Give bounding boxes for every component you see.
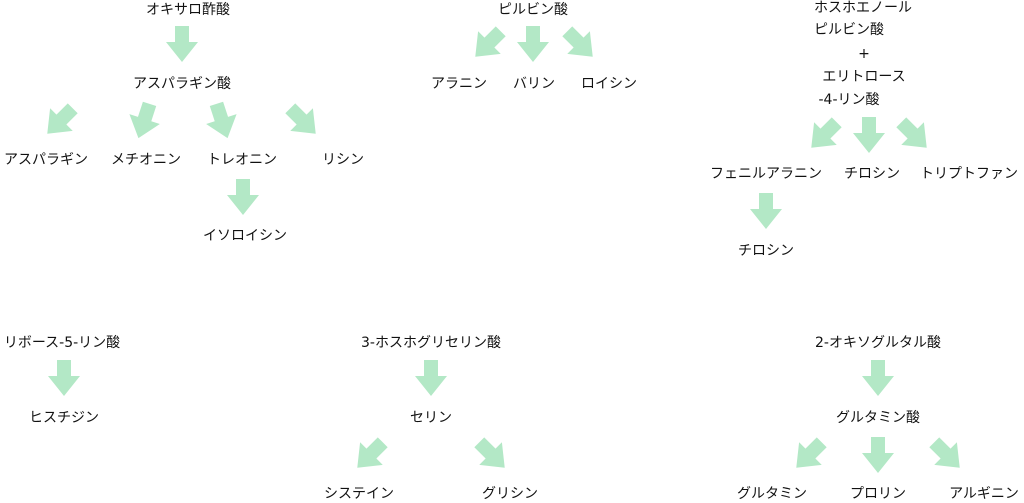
node-arginine: アルギニン: [949, 486, 1019, 502]
node-tyrosine-2: チロシン: [738, 243, 794, 259]
node-ribose-5-phosphate: リボース-5-リン酸: [3, 335, 121, 351]
arrow-ribose5p-to-histidine: [48, 360, 80, 396]
node-2-oxoglutarate: 2-オキソグルタル酸: [815, 335, 941, 351]
node-glycine: グリシン: [482, 486, 538, 502]
node-glutamine: グルタミン: [737, 486, 807, 502]
node-cysteine: システイン: [324, 486, 394, 502]
node-proline: プロリン: [850, 486, 906, 502]
node-valine: バリン: [513, 76, 555, 92]
node-e4p-line1: エリトロース: [822, 69, 906, 85]
node-threonine: トレオニン: [207, 152, 277, 168]
node-glutamate: グルタミン酸: [836, 410, 920, 426]
node-pep-line2: ピルビン酸: [814, 22, 884, 38]
node-isoleucine: イソロイシン: [203, 228, 287, 244]
plus-sign: +: [858, 46, 870, 62]
node-alanine: アラニン: [431, 76, 487, 92]
arrow-pyruvate-to-valine: [517, 26, 549, 62]
arrow-glutamate-to-proline: [862, 437, 894, 473]
node-pyruvate: ピルビン酸: [498, 2, 568, 18]
arrow-pep+e4p-to-phenylalanine: [811, 117, 842, 148]
node-lysine: リシン: [322, 152, 364, 168]
node-aspartic-acid: アスパラギン酸: [133, 76, 231, 92]
arrow-asparagine_acid-to-threonine: [206, 101, 237, 139]
arrow-serine-to-cysteine: [357, 437, 388, 468]
arrow-pep+e4p-to-tryptophan: [896, 117, 927, 148]
node-asparagine: アスパラギン: [4, 152, 88, 168]
arrow-asparagine_acid-to-methionine: [129, 101, 160, 139]
node-3-phosphoglycerate: 3-ホスホグリセリン酸: [361, 335, 501, 351]
node-oxaloacetate: オキサロ酢酸: [146, 2, 230, 18]
arrow-glutamate-to-glutamine: [796, 437, 827, 468]
arrow-oxaloacetate-to-asparagine_acid: [166, 26, 198, 62]
arrow-pep+e4p-to-tyrosine_a: [853, 117, 885, 153]
arrow-asparagine_acid-to-lysine: [285, 103, 316, 134]
node-tyrosine: チロシン: [844, 166, 900, 182]
arrow-threonine-to-isoleucine: [227, 179, 259, 215]
arrow-oxoglutarate-to-glutamate: [862, 360, 894, 396]
node-methionine: メチオニン: [111, 152, 181, 168]
node-serine: セリン: [410, 410, 452, 426]
arrow-pyruvate-to-alanine: [475, 26, 506, 57]
node-e4p-line2: -4-リン酸: [818, 92, 880, 108]
arrow-phosphoglycerate-to-serine: [415, 360, 447, 396]
arrow-asparagine_acid-to-asparagine: [47, 103, 78, 134]
arrow-phenylalanine-to-tyrosine_b: [750, 193, 782, 229]
node-pep-line1: ホスホエノール: [814, 0, 912, 16]
node-phenylalanine: フェニルアラニン: [710, 166, 822, 182]
arrow-serine-to-glycine: [474, 437, 505, 468]
arrow-pyruvate-to-leucine: [562, 26, 593, 57]
node-histidine: ヒスチジン: [29, 410, 99, 426]
node-tryptophan: トリプトファン: [920, 166, 1018, 182]
node-leucine: ロイシン: [581, 76, 637, 92]
arrow-glutamate-to-arginine: [929, 437, 960, 468]
